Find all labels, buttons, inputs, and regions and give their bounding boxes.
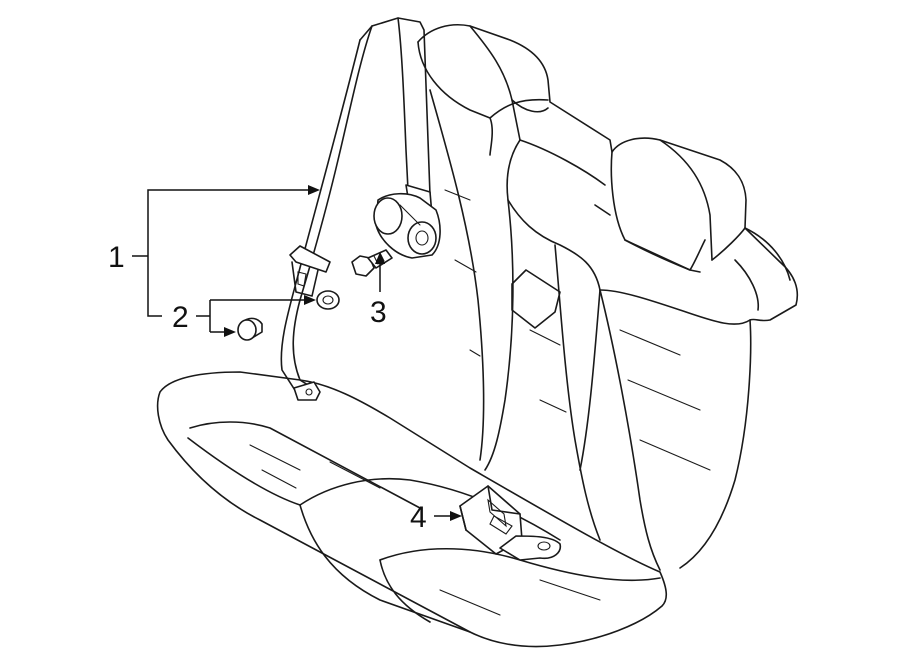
trim-washer xyxy=(316,290,340,310)
callout-3: 3 xyxy=(370,252,387,329)
callout-label-1: 1 xyxy=(108,241,125,274)
callout-label-2: 2 xyxy=(172,301,189,334)
trim-clip xyxy=(237,317,263,341)
callout-1: 1 xyxy=(108,185,320,317)
seat-belt-buckle xyxy=(459,485,562,561)
callout-label-3: 3 xyxy=(370,296,387,329)
anchor-bolt xyxy=(351,249,393,277)
callout-2: 2 xyxy=(172,295,316,337)
seat-belt-webbing xyxy=(280,17,431,401)
seat-back xyxy=(417,24,799,571)
callout-4: 4 xyxy=(410,501,462,534)
retractor xyxy=(373,184,441,259)
callout-label-4: 4 xyxy=(410,501,427,534)
